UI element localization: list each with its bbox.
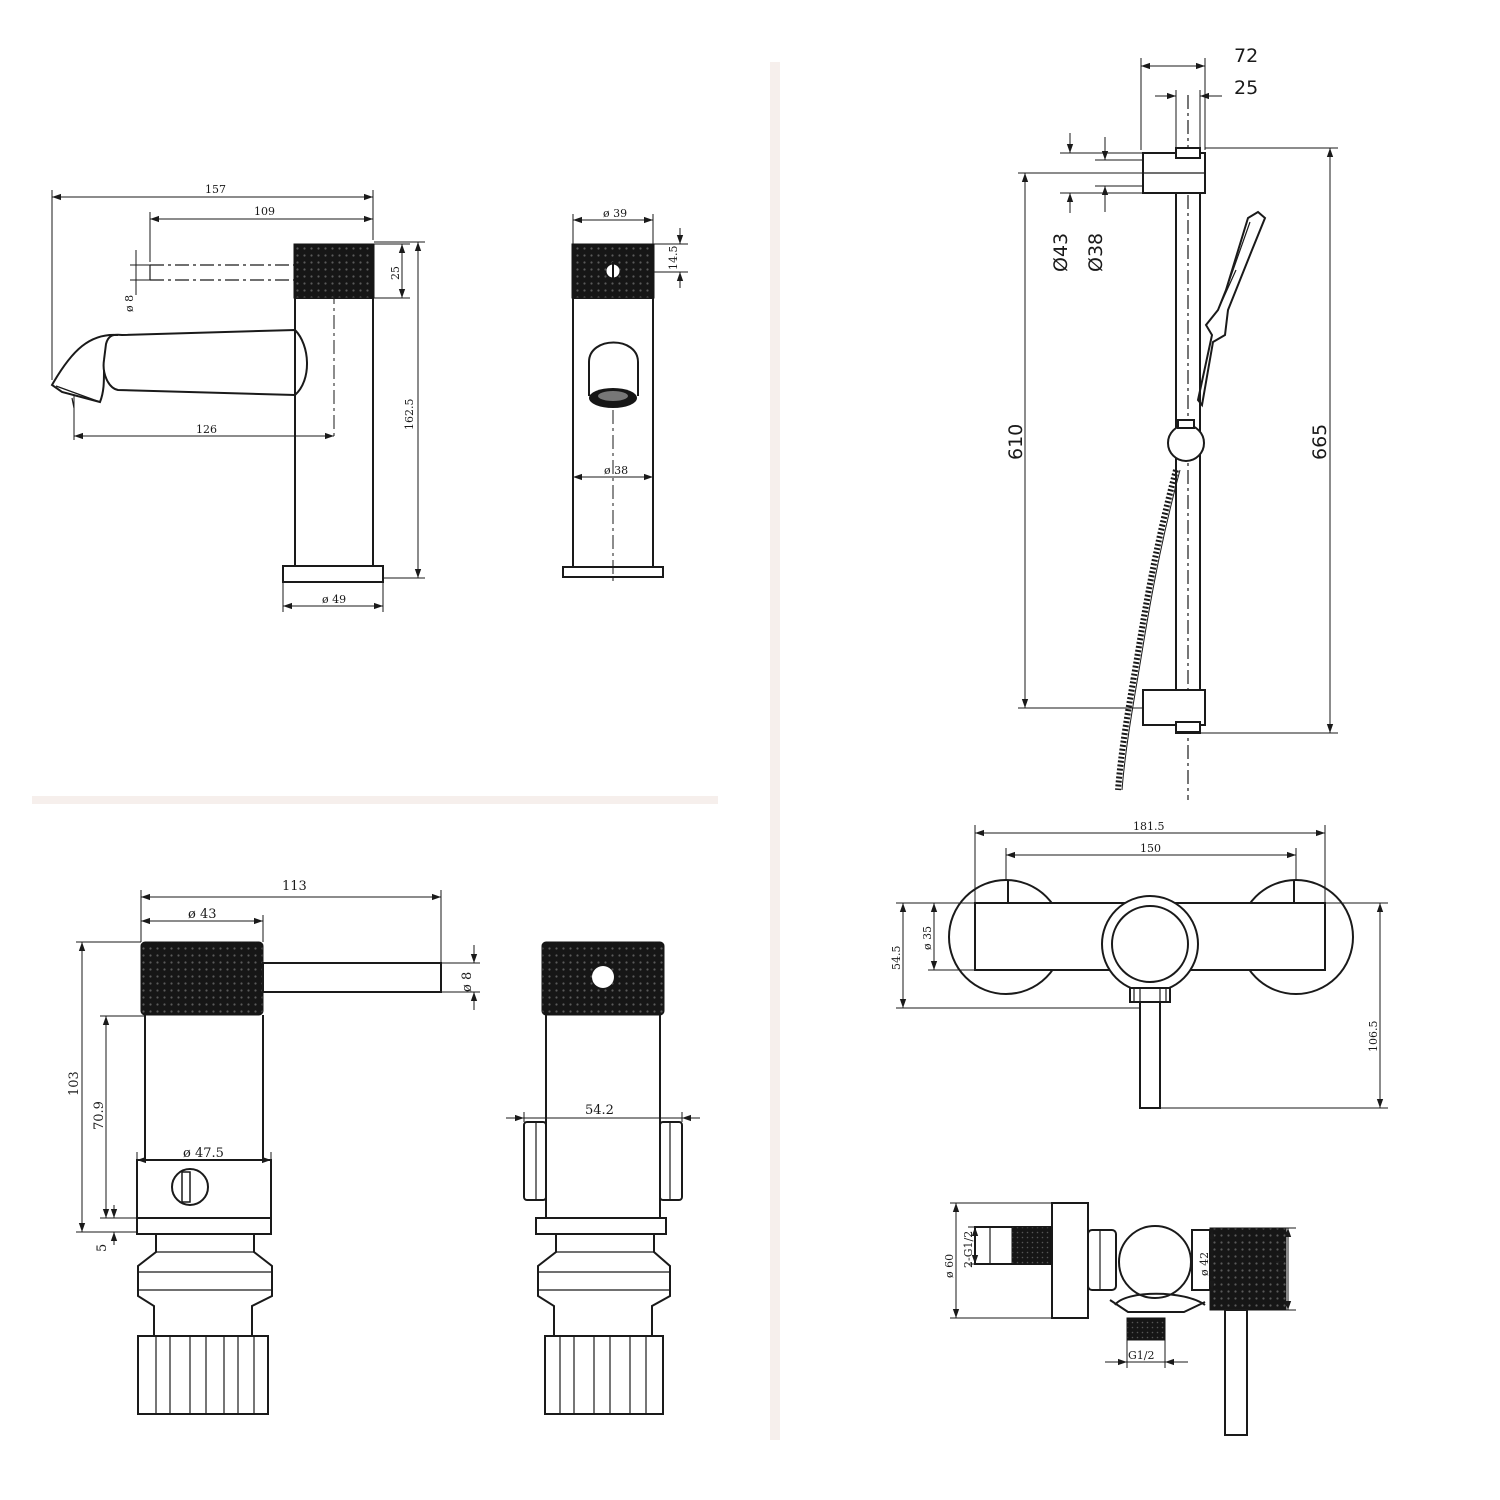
dim-body-dia-top: ø 39 [603,207,627,220]
shower-valve-top-view: ø 60 2-G1/2 ø 42 ø 43 G1/2 [943,1202,1296,1436]
vertical-divider [770,62,780,1440]
cartridge-side-view: 113 ø 43 ø 8 103 70.9 ø 47.5 5 [67,879,480,1415]
dim-overall-height: 103 [67,1071,82,1096]
dim-body-dia: ø 38 [604,464,628,477]
dim-knob-dia-top: ø 43 [1274,1252,1287,1276]
dim-flange-dia: ø 47.5 [183,1146,224,1161]
dim-body-height: 70.9 [92,1101,107,1130]
dim-base-dia: ø 49 [322,593,346,606]
dim-height-to-body: 54.5 [890,946,903,971]
dim-flange-thickness: 5 [95,1244,110,1252]
basin-mixer-front-view: ø 39 14.5 ø 38 [562,207,688,585]
dim-total-height: 162.5 [403,399,416,431]
dim-bar-dia: Ø38 [1085,233,1107,272]
dim-bracket-depth: 72 [1234,45,1258,67]
dim-outer-width: 181.5 [1133,820,1165,833]
dim-handle-dia: ø 8 [123,295,136,312]
dim-body-dia: ø 35 [921,926,934,950]
dim-centers: 150 [1140,842,1161,855]
dim-spout-reach: 126 [196,423,217,436]
dim-bracket-spacing: 610 [1005,424,1027,460]
dim-total-length: 665 [1309,424,1331,460]
shower-rail-view: 72 25 Ø43 Ø38 610 665 [1005,45,1338,800]
dim-handle-length: 109 [254,205,275,218]
dim-bar-offset: 25 [1234,77,1258,99]
basin-mixer-side-view: 157 109 ø 8 25 162.5 126 ø 49 [50,183,425,612]
horizontal-divider [32,796,718,804]
dim-lever-dia: ø 8 [460,972,475,992]
dim-handle-height: 25 [389,266,402,280]
dim-height-to-lever: 106.5 [1367,1021,1380,1053]
dim-flange-dia-top: ø 60 [943,1254,956,1278]
dim-tab-width: 54.2 [585,1103,614,1118]
dim-handle-reach: 113 [282,879,307,894]
dim-bracket-dia: Ø43 [1050,233,1072,272]
dim-button-height: 14.5 [667,246,680,271]
dim-body-dia-top: ø 42 [1198,1252,1211,1276]
dim-overall-length: 157 [205,183,226,196]
dim-inlet-thread: 2-G1/2 [962,1231,975,1268]
dim-knob-dia: ø 43 [188,907,217,922]
dim-outlet-thread: G1/2 [1128,1349,1155,1362]
shower-valve-front-view: 181.5 150 54.5 ø 35 106.5 [890,820,1388,1109]
cartridge-front-view: 54.2 [506,941,700,1415]
